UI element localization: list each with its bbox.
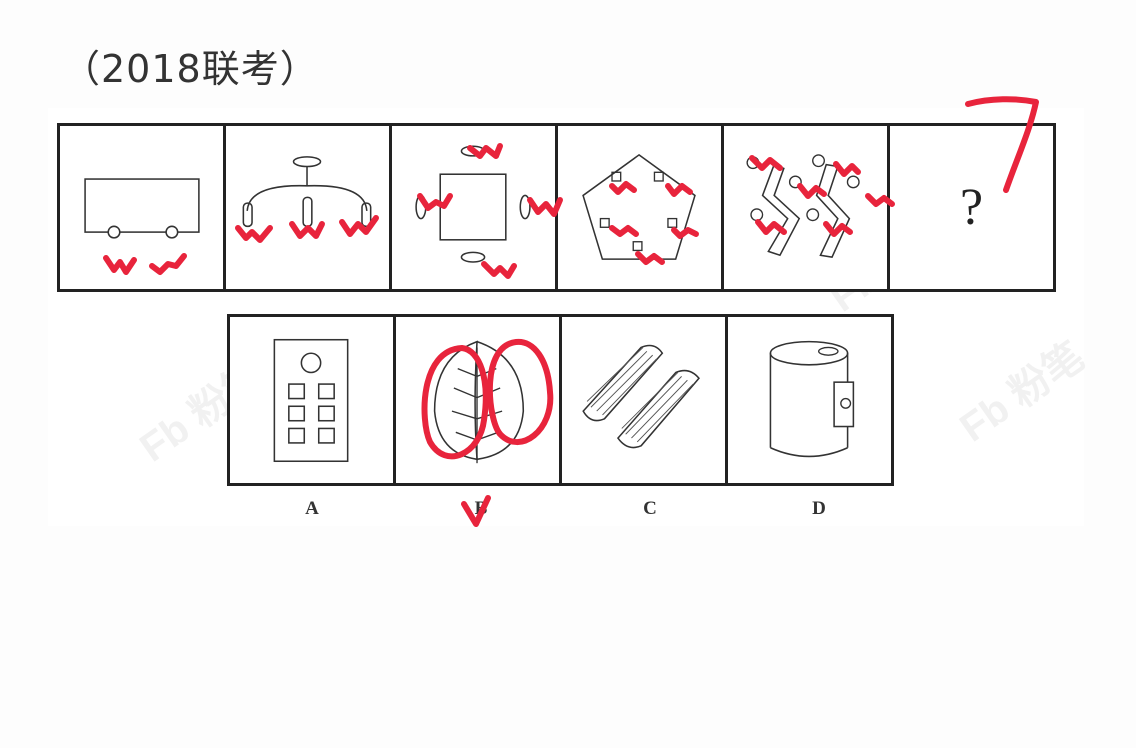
option-d-can[interactable]	[725, 314, 894, 486]
option-a-panel[interactable]	[227, 314, 396, 486]
question-figure-row: ?	[57, 123, 1056, 292]
question-source-title: （2018联考）	[62, 47, 319, 91]
option-c-rolls[interactable]	[559, 314, 728, 486]
option-b-label: B	[474, 498, 488, 519]
figure-5-zigzag	[721, 123, 890, 292]
question-mark: ?	[959, 179, 984, 236]
figure-2-chandelier	[223, 123, 392, 292]
option-c-label: C	[643, 498, 657, 519]
option-b-leaves[interactable]	[393, 314, 562, 486]
figure-3-square-lamps	[389, 123, 558, 292]
option-figure-row	[227, 314, 894, 486]
figure-6-unknown: ?	[887, 123, 1056, 292]
option-a-label: A	[305, 498, 319, 519]
figure-1-cart	[57, 123, 226, 292]
figure-4-pentagon	[555, 123, 724, 292]
option-d-label: D	[812, 498, 826, 519]
